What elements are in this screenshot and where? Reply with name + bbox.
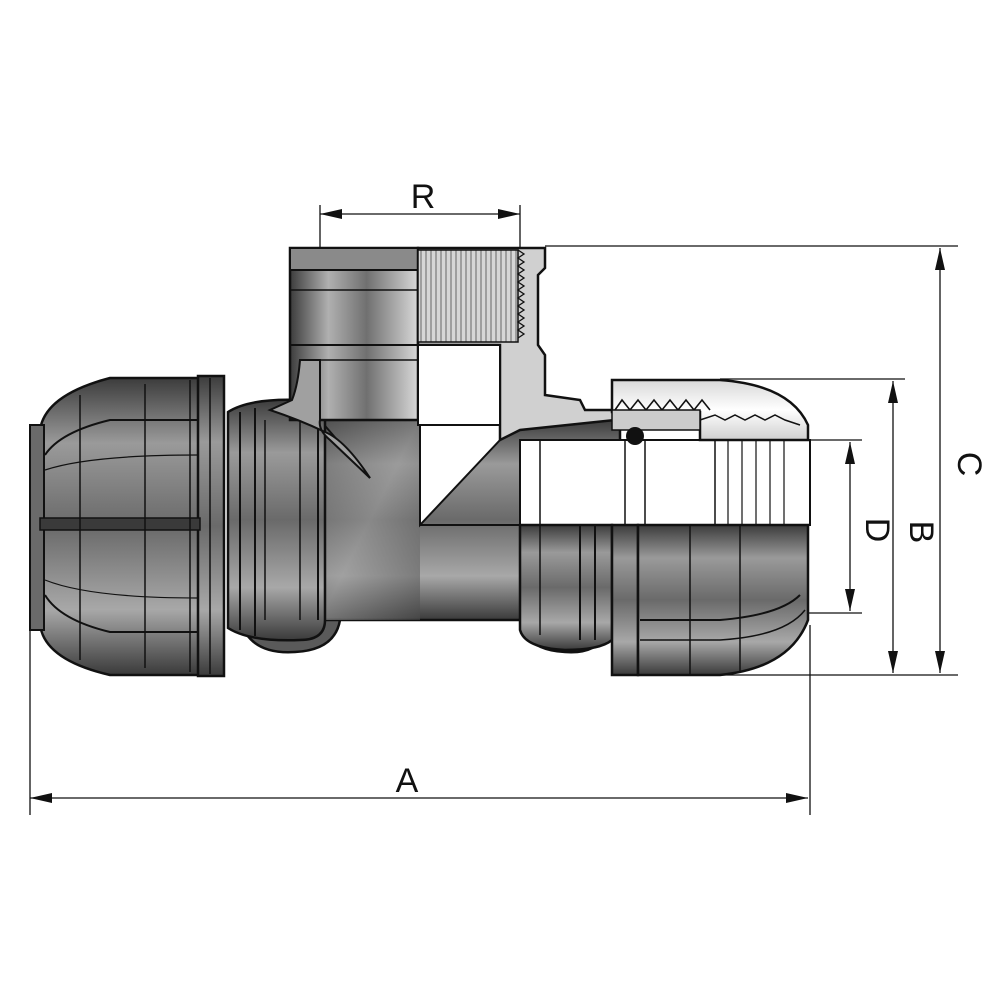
branch-outlet xyxy=(267,246,617,479)
dimension-arrows xyxy=(30,209,945,803)
left-neck-ribs xyxy=(226,398,327,642)
right-compression-nut xyxy=(610,523,810,677)
dimension-label-r: R xyxy=(411,178,436,216)
right-neck-ribs xyxy=(518,523,614,652)
dimension-label-c: C xyxy=(950,452,988,477)
dimension-label-d: D xyxy=(858,518,896,543)
dimension-label-a: A xyxy=(396,762,419,800)
dimension-lines xyxy=(29,205,958,815)
dimension-label-b: B xyxy=(902,521,940,544)
right-section-view xyxy=(519,378,811,526)
left-compression-nut xyxy=(29,374,226,678)
o-ring-icon xyxy=(626,427,644,445)
